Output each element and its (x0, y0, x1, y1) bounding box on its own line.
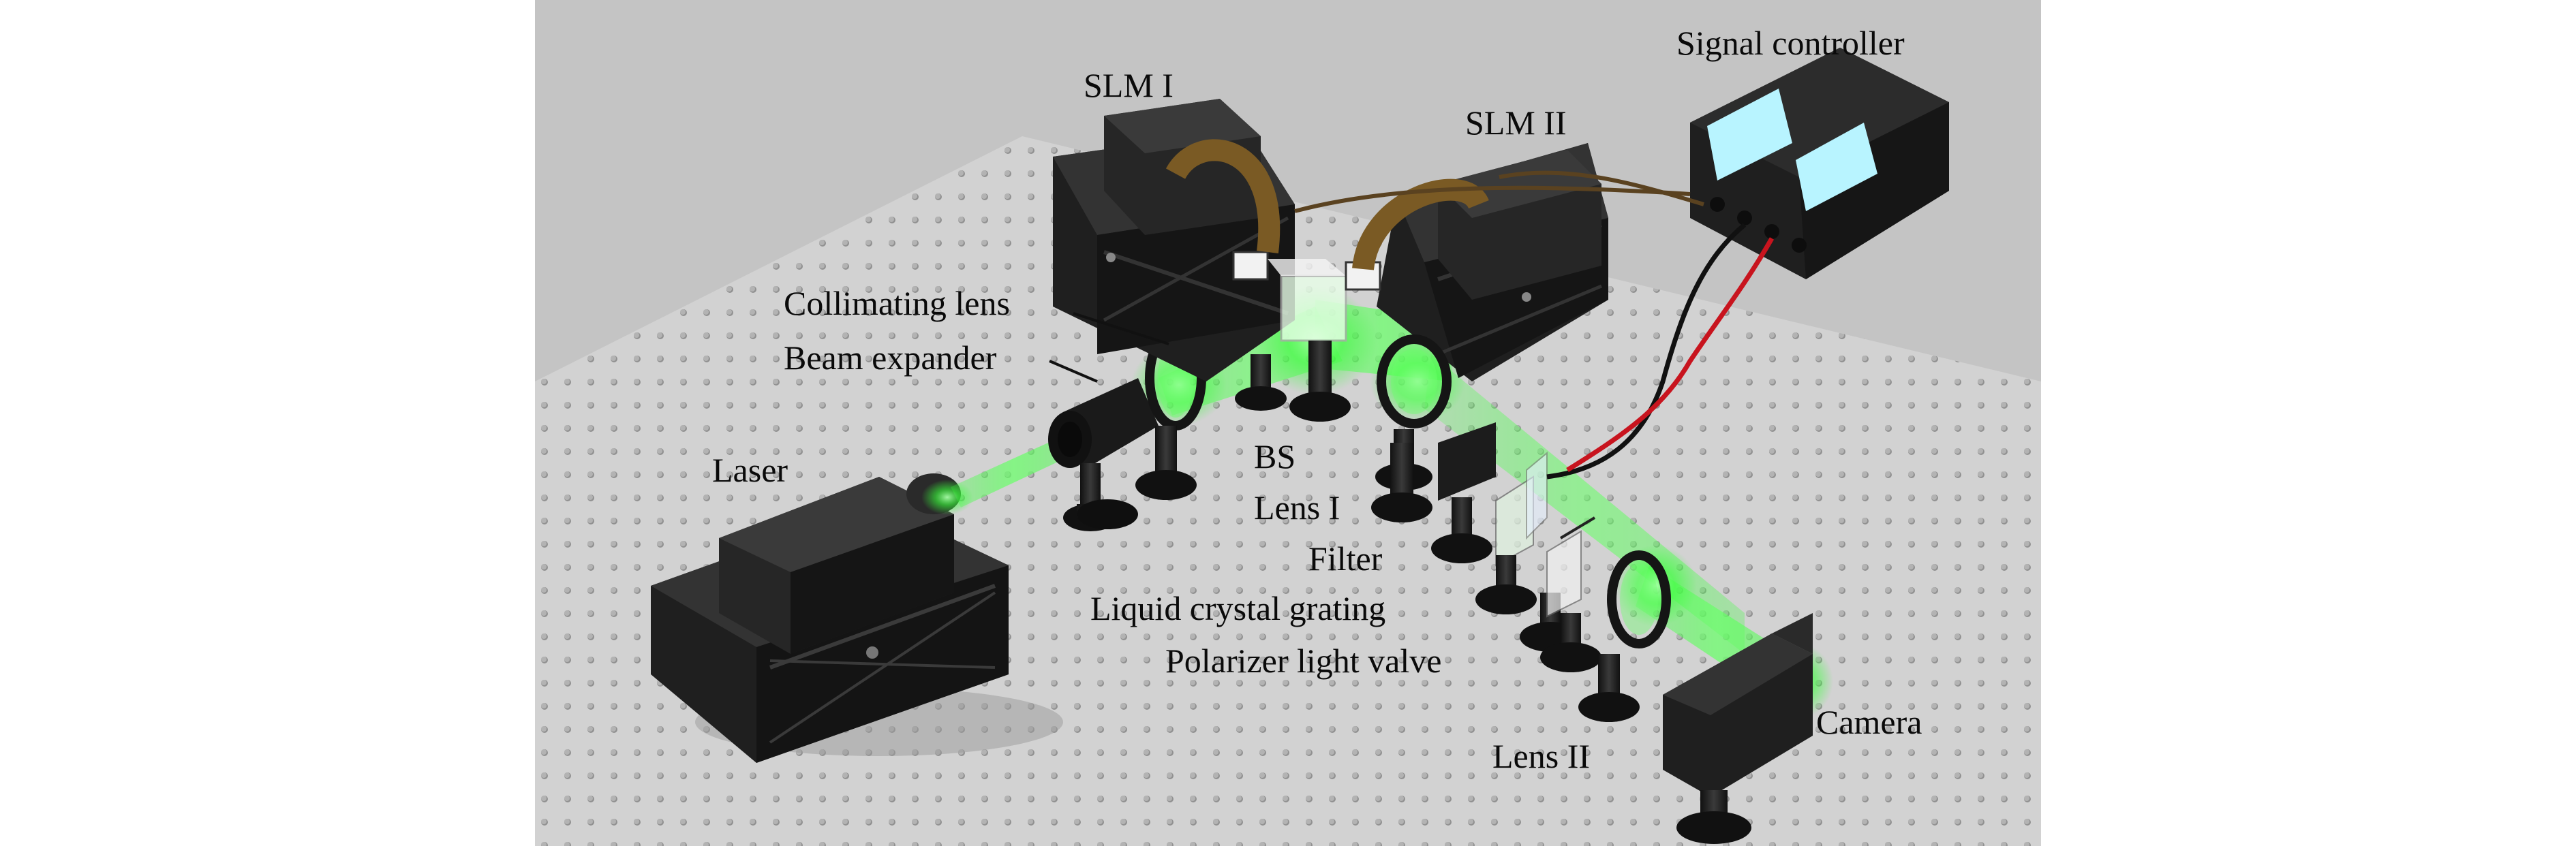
liquid-crystal-grating-label: Liquid crystal grating (1090, 589, 1386, 627)
beam-steering-lens (1371, 334, 1452, 522)
signal-controller-device (1690, 48, 1949, 279)
beam-splitter-device (1235, 259, 1351, 422)
lens-2-label: Lens II (1492, 737, 1590, 775)
laser-device (651, 473, 1063, 763)
filter-device (1475, 475, 1537, 614)
lens-2-device (1578, 550, 1671, 722)
beam-expander-label: Beam expander (784, 339, 997, 377)
camera-device (1663, 613, 1813, 844)
controller-screen-right (1796, 123, 1877, 211)
filter-label: Filter (1308, 539, 1383, 578)
slm-2-label: SLM II (1465, 104, 1567, 142)
bs-label: BS (1254, 437, 1296, 475)
lens-1-label: Lens I (1254, 488, 1340, 527)
polarizer-light-valve-label: Polarizer light valve (1165, 642, 1442, 680)
signal-controller-label: Signal controller (1676, 24, 1905, 62)
controller-cables (1294, 170, 1775, 480)
collimating-lens-leader (1073, 312, 1169, 345)
laser-label: Laser (712, 451, 788, 489)
lens-1-device (1431, 422, 1496, 563)
controller-screen-left (1707, 89, 1792, 181)
camera-label: Camera (1816, 703, 1922, 741)
collimating-lens-label: Collimating lens (784, 284, 1010, 322)
slm-1-ribbon-cable (1165, 139, 1281, 253)
slm-2-ribbon-cable (1352, 178, 1489, 271)
beam-expander-leader (1049, 360, 1098, 383)
slm-1-label: SLM I (1084, 66, 1174, 104)
beam-expander-device (1048, 378, 1159, 531)
polarizer-light-valve-device (1540, 516, 1601, 672)
liquid-crystal-grating-device (1520, 451, 1581, 652)
